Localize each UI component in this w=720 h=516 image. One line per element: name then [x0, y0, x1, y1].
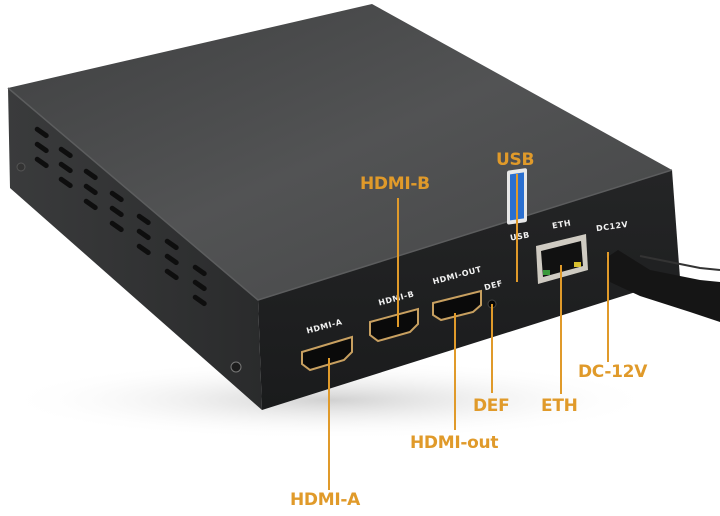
device-io-panel: [258, 170, 680, 410]
hdmi-b-port: [369, 307, 419, 343]
vent-slots: [34, 126, 207, 307]
screw-icon: [230, 361, 242, 373]
callout-eth: ETH: [541, 396, 578, 416]
ethernet-port: [536, 234, 588, 284]
callout-dc-12v: DC-12V: [578, 362, 648, 382]
callout-hdmi-b: HDMI-B: [360, 174, 430, 194]
callout-hdmi-a: HDMI-A: [290, 490, 360, 510]
hdmi-a-port: [301, 335, 353, 372]
callout-hdmi-out: HDMI-out: [410, 433, 499, 453]
hdmi-out-port: [432, 289, 482, 322]
screw-icon: [16, 162, 26, 172]
dc-power-cable: [606, 250, 720, 322]
device-top: [8, 4, 672, 300]
callout-usb: USB: [496, 150, 535, 170]
callout-def: DEF: [473, 396, 510, 416]
